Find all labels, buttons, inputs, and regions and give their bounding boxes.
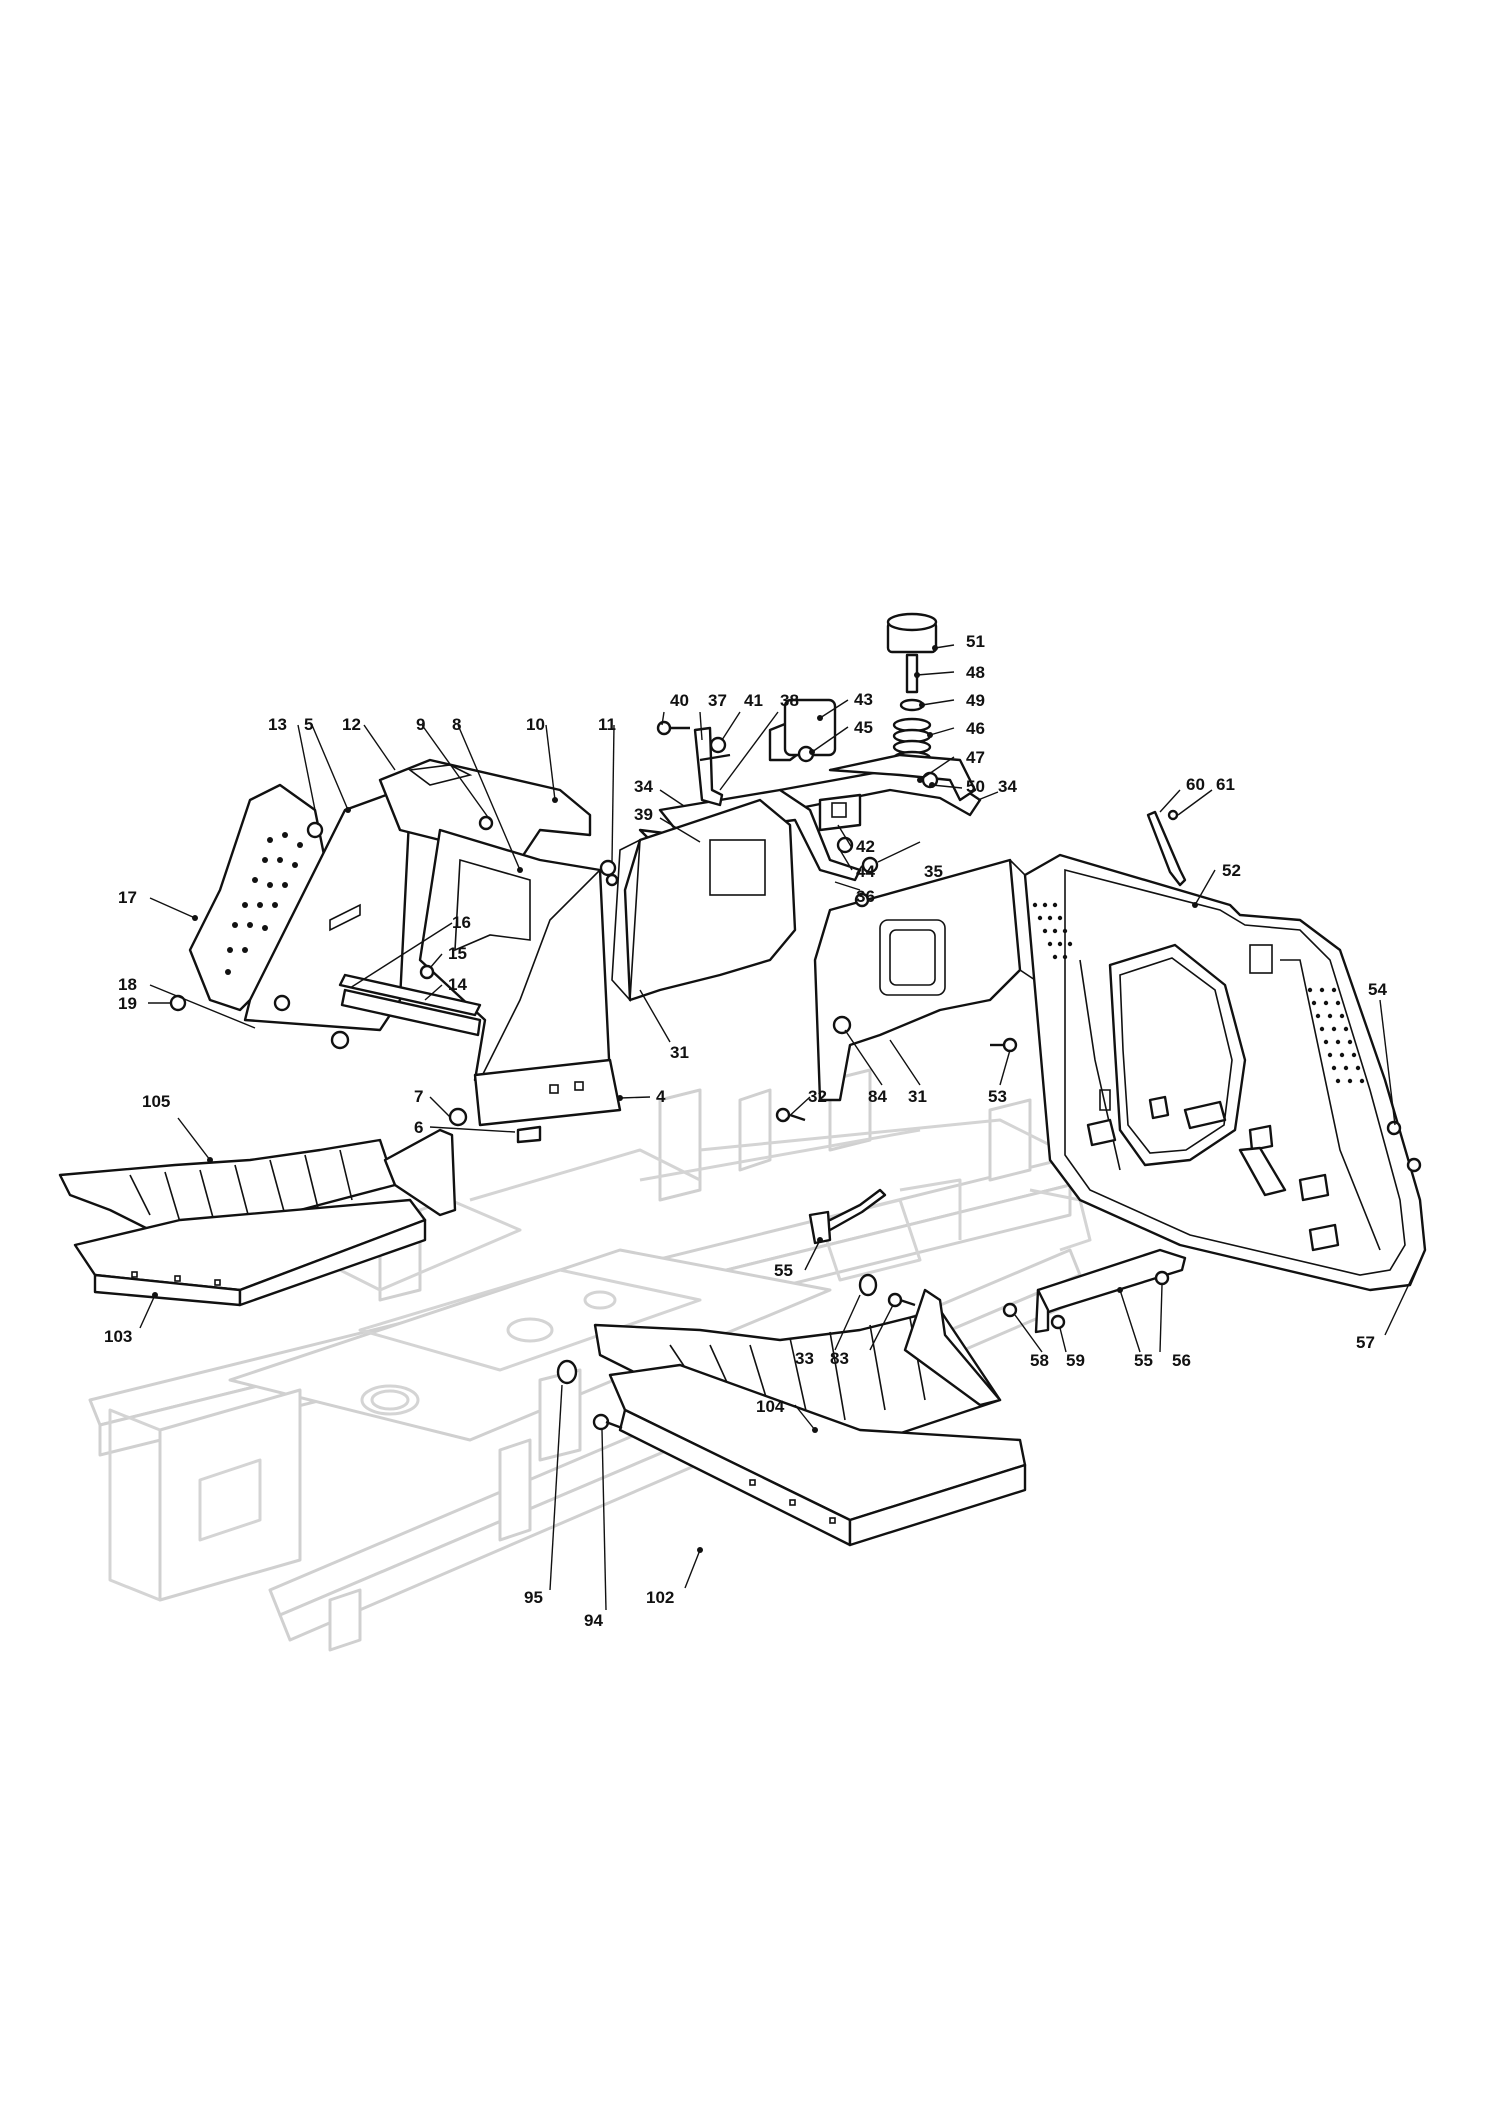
- callout-36: 36: [856, 887, 875, 906]
- callout-56: 56: [1172, 1351, 1191, 1370]
- callout-34-right: 34: [998, 777, 1017, 796]
- callout-15: 15: [448, 944, 467, 963]
- callout-94: 94: [584, 1611, 603, 1630]
- loose-hardware: [556, 1273, 916, 1431]
- rear-fender-panel: [1023, 809, 1427, 1292]
- callout-5: 5: [304, 715, 313, 734]
- callout-31-right: 31: [908, 1087, 927, 1106]
- callout-55-front: 55: [774, 1261, 793, 1280]
- callout-104: 104: [756, 1397, 785, 1416]
- callout-58: 58: [1030, 1351, 1049, 1370]
- callout-34-left: 34: [634, 777, 653, 796]
- callout-8: 8: [452, 715, 461, 734]
- callout-95: 95: [524, 1588, 543, 1607]
- callout-61: 61: [1216, 775, 1235, 794]
- callout-57: 57: [1356, 1333, 1375, 1352]
- callout-50: 50: [966, 777, 985, 796]
- callout-19: 19: [118, 994, 137, 1013]
- callout-43: 43: [854, 690, 873, 709]
- callout-47: 47: [966, 748, 985, 767]
- callout-37: 37: [708, 691, 727, 710]
- callout-42: 42: [856, 837, 875, 856]
- callout-54: 54: [1368, 980, 1387, 999]
- callout-53: 53: [988, 1087, 1007, 1106]
- callout-103: 103: [104, 1327, 132, 1346]
- callout-35: 35: [924, 862, 943, 881]
- rear-seat-plate-left: [611, 798, 797, 1002]
- left-seat-support-assembly: [169, 758, 622, 1144]
- callout-51: 51: [966, 632, 985, 651]
- callout-38: 38: [780, 691, 799, 710]
- mounting-brackets: [808, 1188, 1187, 1334]
- callout-18: 18: [118, 975, 137, 994]
- callout-48: 48: [966, 663, 985, 682]
- callout-11: 11: [598, 715, 616, 734]
- callout-9: 9: [416, 715, 425, 734]
- right-footrest: [593, 1288, 1027, 1547]
- callout-105: 105: [142, 1092, 170, 1111]
- callout-33: 33: [795, 1349, 814, 1368]
- callout-46: 46: [966, 719, 985, 738]
- callout-17: 17: [118, 888, 137, 907]
- callout-45: 45: [854, 718, 873, 737]
- callout-13: 13: [268, 715, 287, 734]
- callout-40: 40: [670, 691, 689, 710]
- callout-10: 10: [526, 715, 545, 734]
- callout-55-rear: 55: [1134, 1351, 1153, 1370]
- callout-39: 39: [634, 805, 653, 824]
- callout-4: 4: [656, 1087, 666, 1106]
- callout-7: 7: [414, 1087, 423, 1106]
- callout-84: 84: [868, 1087, 887, 1106]
- callout-52: 52: [1222, 861, 1241, 880]
- left-footrest: [58, 1128, 457, 1307]
- callout-83: 83: [830, 1349, 849, 1368]
- callout-12: 12: [342, 715, 361, 734]
- callout-32: 32: [808, 1087, 827, 1106]
- rear-seat-plate-right: [813, 858, 1036, 1102]
- callout-60: 60: [1186, 775, 1205, 794]
- callout-102: 102: [646, 1588, 674, 1607]
- callout-41: 41: [744, 691, 763, 710]
- callout-6: 6: [414, 1118, 423, 1137]
- callout-labels: 51 48 49 46 47 50 34 43 45 40 37 41 38 3…: [104, 632, 1387, 1630]
- callout-44: 44: [856, 862, 875, 881]
- callout-16: 16: [452, 913, 471, 932]
- callout-49: 49: [966, 691, 985, 710]
- callout-59: 59: [1066, 1351, 1085, 1370]
- leader-lines: [139, 644, 1426, 1611]
- callout-14: 14: [448, 975, 467, 994]
- callout-31-left: 31: [670, 1043, 689, 1062]
